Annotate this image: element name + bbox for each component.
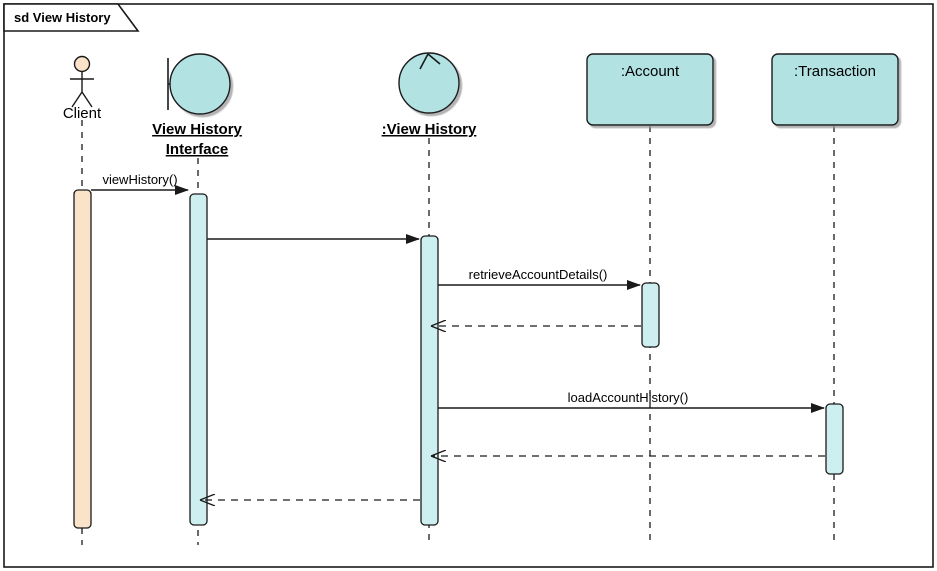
activation-bar-transaction[interactable] <box>825 403 844 475</box>
message-retrieve-account-details[interactable]: retrieveAccountDetails() <box>438 267 641 290</box>
lifeline-head-account[interactable]: :Account <box>586 53 714 126</box>
boundary-icon <box>169 53 231 115</box>
message-load-account-history[interactable]: loadAccountHistory() <box>438 390 825 413</box>
activation-bar-view-history-interface[interactable] <box>189 193 208 526</box>
control-arrow-icon <box>419 53 441 70</box>
frame-label: sd View History <box>14 10 111 25</box>
activation-bar-view-history-control[interactable] <box>420 235 439 526</box>
activation-bar-account[interactable] <box>641 282 660 348</box>
lifeline-label-transaction: :Transaction <box>794 63 876 80</box>
actor-body-icon <box>70 72 94 108</box>
actor-icon <box>73 55 91 73</box>
lifeline-head-client[interactable]: Client <box>63 55 102 123</box>
lifeline-head-view-history-interface[interactable]: View History Interface <box>152 53 243 158</box>
boundary-bar-icon <box>167 58 170 110</box>
message-label-view-history: viewHistory() <box>102 172 177 187</box>
lifeline-label-account: :Account <box>621 63 680 80</box>
lifeline-label-client: Client <box>63 105 102 122</box>
lifeline-label-view-history-interface-line2: Interface <box>166 141 229 158</box>
lifeline-head-view-history-control[interactable]: :View History <box>382 52 477 138</box>
message-label-retrieve-account-details: retrieveAccountDetails() <box>469 267 608 282</box>
control-icon <box>398 52 460 114</box>
lifeline-head-transaction[interactable]: :Transaction <box>771 53 899 126</box>
object-box-transaction <box>771 53 899 126</box>
activation-bars <box>73 189 844 529</box>
message-view-history[interactable]: viewHistory() <box>91 172 189 195</box>
message-label-load-account-history: loadAccountHistory() <box>568 390 689 405</box>
object-box-account <box>586 53 714 126</box>
activation-bar-client[interactable] <box>73 189 92 529</box>
lifeline-label-view-history-control: :View History <box>382 121 477 138</box>
lifeline-label-view-history-interface-line1: View History <box>152 121 242 138</box>
